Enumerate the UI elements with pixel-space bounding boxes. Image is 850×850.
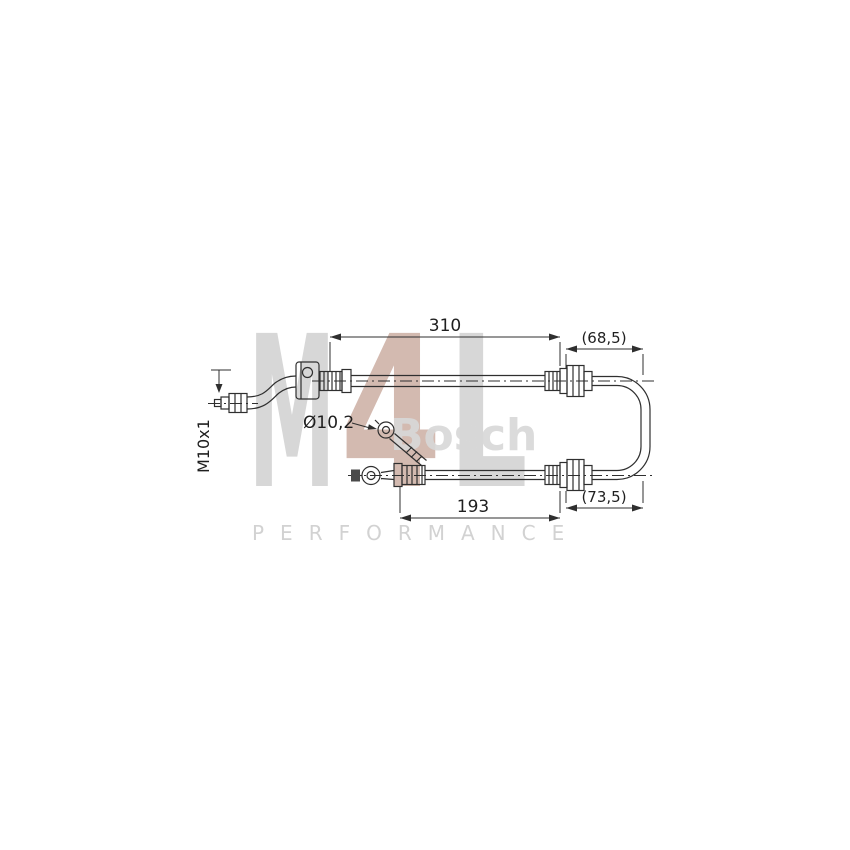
watermark-letter-4: 4 [340,291,442,536]
dim-m10x1-label: M10x1 [194,419,213,473]
dimension-310: 310 [329,316,561,371]
top-hose-left-crimp [319,368,352,394]
dimension-68-5: (68,5) [565,329,644,375]
left-bent-pipe [246,375,297,410]
dim-diameter-label: Ø10,2 [303,413,354,433]
dim-310-label: 310 [429,316,461,336]
dimension-193: 193 [399,487,561,522]
watermark-letter-l: L [448,291,528,536]
watermark-brand-bosch: Bosch [390,410,537,461]
dim-68-5-label: (68,5) [581,329,626,347]
u-turn-pipe [592,375,651,481]
mounting-bracket [295,361,320,400]
bottom-hose-left-crimp [393,462,426,488]
top-hose-right-fitting [544,364,593,398]
brake-hose-assembly [208,361,654,492]
banjo-eyelet-end [351,465,395,486]
dim-193-label: 193 [457,497,489,517]
watermark-letter-m: M [248,291,336,536]
dimension-m10x1: M10x1 [194,369,231,473]
dimension-diameter-10-2: Ø10,2 [303,413,377,433]
left-threaded-fitting [213,392,248,414]
bottom-hose-body [425,469,545,481]
bottom-hose-right-fitting [544,458,593,492]
watermark-subtext: PERFORMANCE [252,521,580,545]
angled-banjo-fitting [374,419,427,466]
dimension-73-5: (73,5) [565,481,644,512]
watermark-logo: M 4 L PERFORMANCE Bosch [248,291,580,545]
dimension-annotations: 310 (68,5) (73,5) [194,316,644,522]
dim-73-5-label: (73,5) [581,488,626,506]
top-hose-body [351,374,545,388]
